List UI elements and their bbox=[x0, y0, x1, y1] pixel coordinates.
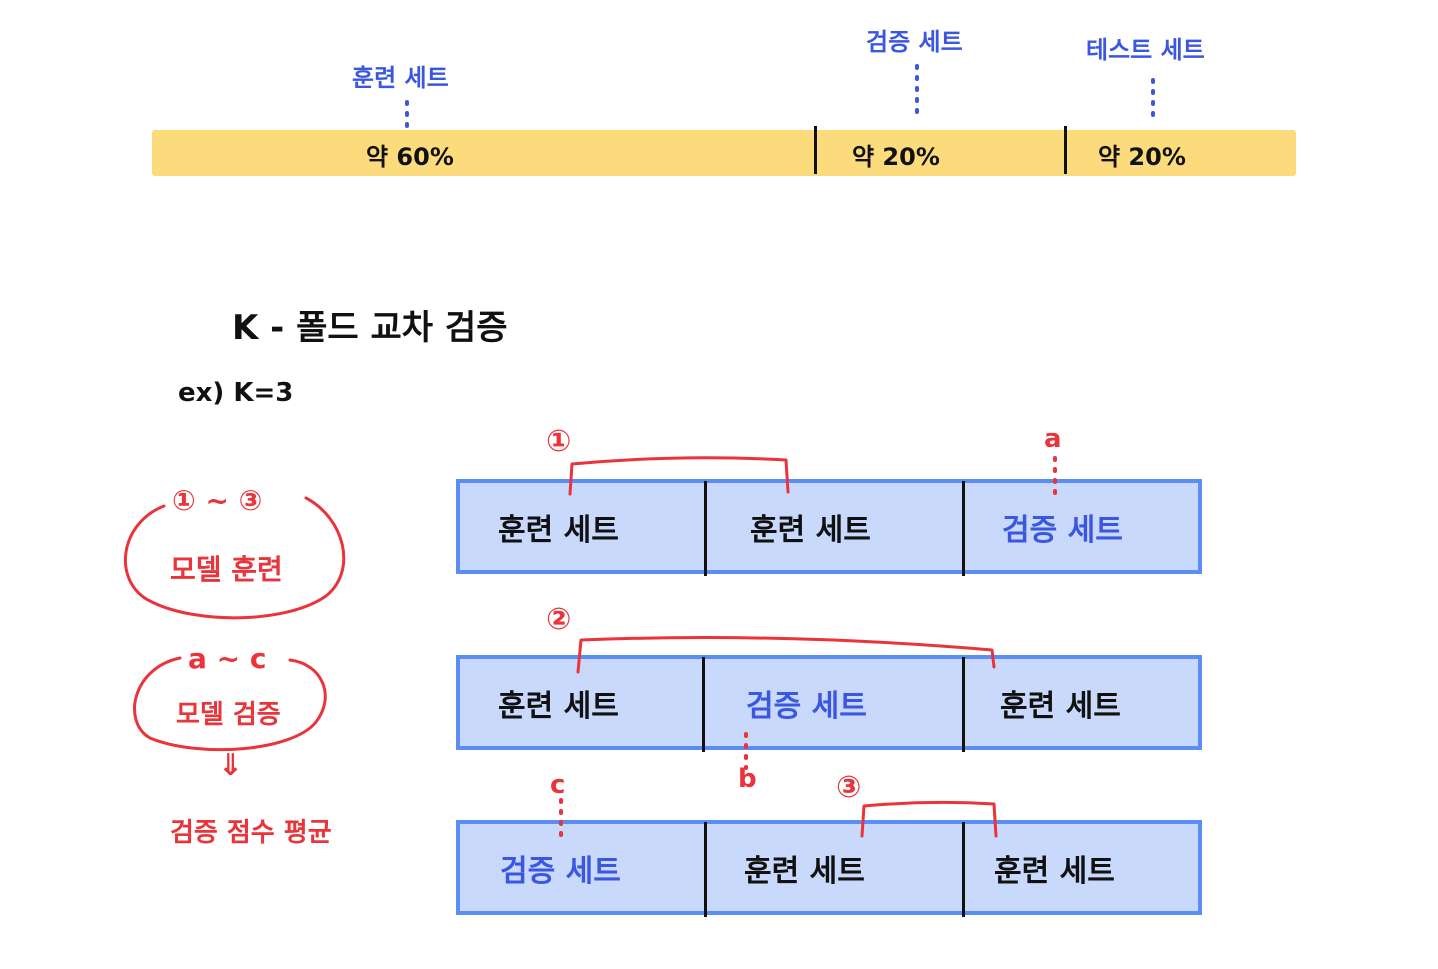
cell-divider bbox=[962, 822, 965, 917]
validation-marker-a: a bbox=[1044, 424, 1062, 454]
train-set-label: 훈련 세트 bbox=[352, 64, 449, 92]
fold-cell: 훈련 세트 bbox=[498, 688, 619, 724]
fold-cell: 훈련 세트 bbox=[1000, 688, 1121, 724]
cell-divider bbox=[704, 481, 707, 576]
train-split-value: 약 60% bbox=[366, 143, 454, 171]
fold-row-3: 검증 세트 훈련 세트 훈련 세트 bbox=[456, 820, 1202, 917]
kfold-title: K - 폴드 교차 검증 bbox=[232, 308, 508, 348]
cell-divider bbox=[962, 481, 965, 576]
val-group-label: a ~ c bbox=[188, 642, 267, 675]
cell-divider bbox=[962, 657, 965, 752]
validation-set-label: 검증 세트 bbox=[866, 28, 963, 56]
down-arrow-icon: ⇓ bbox=[218, 748, 244, 783]
fold-cell: 훈련 세트 bbox=[744, 853, 865, 889]
val-legend-text: 모델 검증 bbox=[176, 700, 281, 730]
average-score-label: 검증 점수 평균 bbox=[170, 818, 332, 848]
cell-divider bbox=[704, 822, 707, 917]
fold-cell: 훈련 세트 bbox=[750, 512, 871, 548]
validation-marker-c: c bbox=[550, 770, 566, 800]
fold-cell: 검증 세트 bbox=[1002, 512, 1123, 548]
test-split-value: 약 20% bbox=[1098, 143, 1186, 171]
validation-split-value: 약 20% bbox=[852, 143, 940, 171]
fold-marker-3: ③ bbox=[836, 770, 862, 805]
split-divider bbox=[814, 126, 817, 174]
validation-marker-b: b bbox=[738, 764, 757, 794]
test-set-label: 테스트 세트 bbox=[1086, 36, 1205, 64]
fold-cell: 검증 세트 bbox=[746, 688, 867, 724]
split-pointer-lines bbox=[405, 64, 1155, 128]
fold-cell: 훈련 세트 bbox=[498, 512, 619, 548]
fold-marker-2: ② bbox=[546, 602, 572, 637]
fold-cell: 훈련 세트 bbox=[994, 853, 1115, 889]
cell-divider bbox=[702, 657, 705, 752]
fold-cell: 검증 세트 bbox=[500, 853, 621, 889]
fold-row-1: 훈련 세트 훈련 세트 검증 세트 bbox=[456, 479, 1202, 576]
kfold-example: ex) K=3 bbox=[178, 378, 294, 408]
data-split-bar bbox=[152, 130, 1296, 176]
train-legend-text: 모델 훈련 bbox=[170, 553, 283, 586]
fold-row-2: 훈련 세트 검증 세트 훈련 세트 bbox=[456, 655, 1202, 752]
split-divider bbox=[1064, 126, 1067, 174]
train-group-label: ① ~ ③ bbox=[172, 484, 263, 517]
fold-marker-1: ① bbox=[546, 424, 572, 459]
